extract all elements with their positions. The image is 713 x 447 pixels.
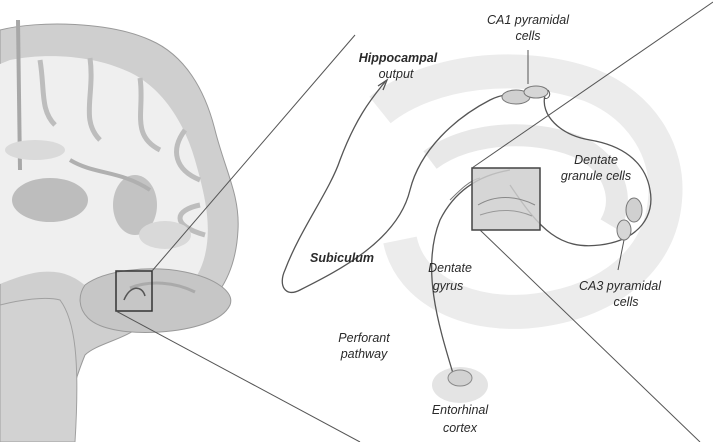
dentate-granule-label-line1: Dentate xyxy=(574,153,618,167)
ca1-label-line1: CA1 pyramidal xyxy=(487,13,570,27)
hippocampal-output-label-line2: output xyxy=(379,67,414,81)
hippocampal-output-label-line1: Hippocampal xyxy=(359,51,438,65)
dentate-granule-label-line2: granule cells xyxy=(561,169,631,183)
svg-text:cells: cells xyxy=(515,29,540,43)
ca1-cell-cluster xyxy=(502,86,550,104)
svg-text:Hippocampal: Hippocampal xyxy=(359,51,438,65)
svg-text:Dentate: Dentate xyxy=(574,153,618,167)
entorhinal-label-line1: Entorhinal xyxy=(432,403,490,417)
svg-text:pathway: pathway xyxy=(340,347,388,361)
dentate-gyrus-label-line1: Dentate xyxy=(428,261,472,275)
svg-text:cortex: cortex xyxy=(443,421,478,435)
ca3-label-line2: cells xyxy=(613,295,638,309)
dentate-gyrus-label-line2: gyrus xyxy=(433,279,464,293)
svg-text:Perforant: Perforant xyxy=(338,331,390,345)
entorhinal-cell-cluster xyxy=(448,370,472,386)
temporal-lobe xyxy=(80,269,231,333)
svg-text:CA1 pyramidal: CA1 pyramidal xyxy=(487,13,570,27)
brainstem xyxy=(0,298,77,442)
brain-section xyxy=(0,20,238,442)
svg-text:CA3 pyramidal: CA3 pyramidal xyxy=(579,279,662,293)
entorhinal-label-line2: cortex xyxy=(443,421,478,435)
svg-text:granule cells: granule cells xyxy=(561,169,631,183)
inset-zoom-line-bottom xyxy=(480,230,700,442)
svg-text:Entorhinal: Entorhinal xyxy=(432,403,490,417)
ca1-label-line2: cells xyxy=(515,29,540,43)
zoom-line-bottom xyxy=(116,311,360,442)
svg-text:output: output xyxy=(379,67,414,81)
ca3-label-line1: CA3 pyramidal xyxy=(579,279,662,293)
perforant-label-line1: Perforant xyxy=(338,331,390,345)
svg-text:gyrus: gyrus xyxy=(433,279,464,293)
svg-text:cells: cells xyxy=(613,295,638,309)
subiculum-label: Subiculum xyxy=(310,251,374,265)
svg-text:Dentate: Dentate xyxy=(428,261,472,275)
perforant-label-line2: pathway xyxy=(340,347,388,361)
dentate-inset-box xyxy=(472,168,540,230)
